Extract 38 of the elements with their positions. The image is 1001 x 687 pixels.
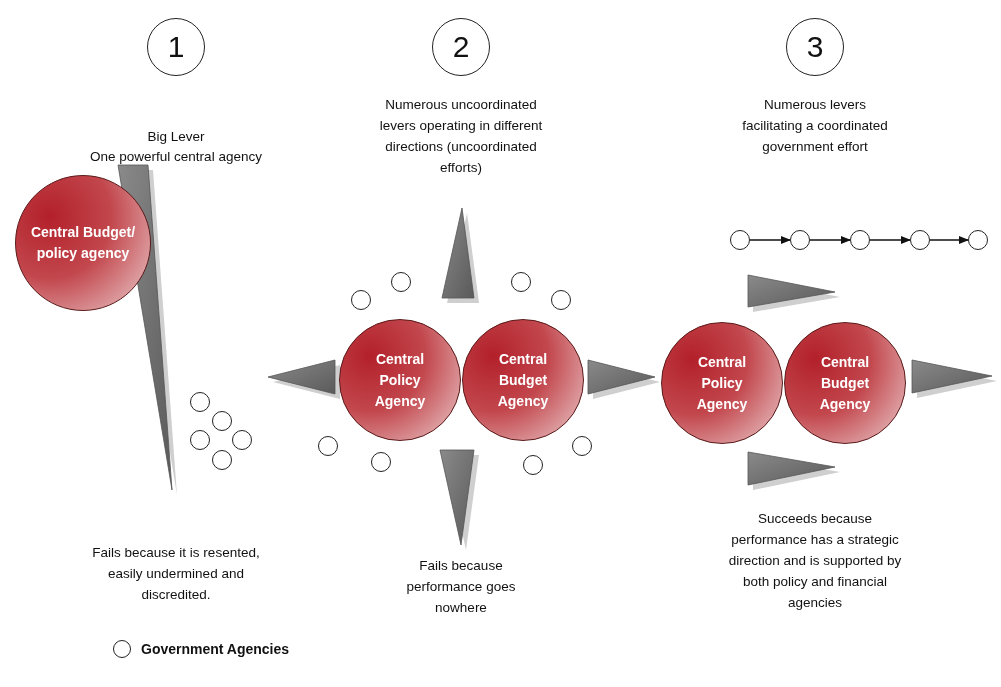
agency-small-circle [511, 272, 531, 292]
agency-small-circle [212, 450, 232, 470]
agency-small-circle [371, 452, 391, 472]
arrow [809, 236, 851, 244]
panel-heading: Numerous levers facilitating a coordinated government effort [741, 96, 889, 156]
agency-small-circle [232, 430, 252, 450]
arrow [749, 236, 791, 244]
panel-heading: Big Lever [146, 128, 206, 146]
agency-circle: Central Budget Agency [784, 322, 906, 444]
agency-small-circle [551, 290, 571, 310]
number-circle: 3 [786, 18, 844, 76]
outcome-text: Fails because performance goes nowhere [405, 557, 517, 617]
agency-small-circle [572, 436, 592, 456]
number-circle: 1 [147, 18, 205, 76]
agency-circle: Central Budget Agency [462, 319, 584, 441]
agency-small-circle [190, 392, 210, 412]
agency-small-circle [523, 455, 543, 475]
agency-circle: Central Budget/ policy agency [15, 175, 151, 311]
agency-circle: Central Policy Agency [339, 319, 461, 441]
agency-small-circle [391, 272, 411, 292]
agency-small-circle [351, 290, 371, 310]
outcome-text: Fails because it is resented, easily undermined and discredited. [91, 544, 261, 604]
arrow [929, 236, 969, 244]
arrow [869, 236, 911, 244]
agency-small-circle [790, 230, 810, 250]
agency-small-circle [190, 430, 210, 450]
number-circle: 2 [432, 18, 490, 76]
legend-text: Government Agencies [141, 640, 290, 658]
agency-small-circle [910, 230, 930, 250]
panel-heading: Numerous uncoordinated levers operating in different directions (uncoordinated efforts) [378, 96, 544, 177]
panel-heading: One powerful central agency [89, 148, 263, 166]
agency-small-circle [850, 230, 870, 250]
agency-small-circle [212, 411, 232, 431]
agency-circle: Central Policy Agency [661, 322, 783, 444]
agency-small-circle [730, 230, 750, 250]
outcome-text: Succeeds because performance has a strategic direction and is supported by both policy and financial agencies [727, 510, 903, 612]
agency-small-circle [968, 230, 988, 250]
agency-small-circle [318, 436, 338, 456]
